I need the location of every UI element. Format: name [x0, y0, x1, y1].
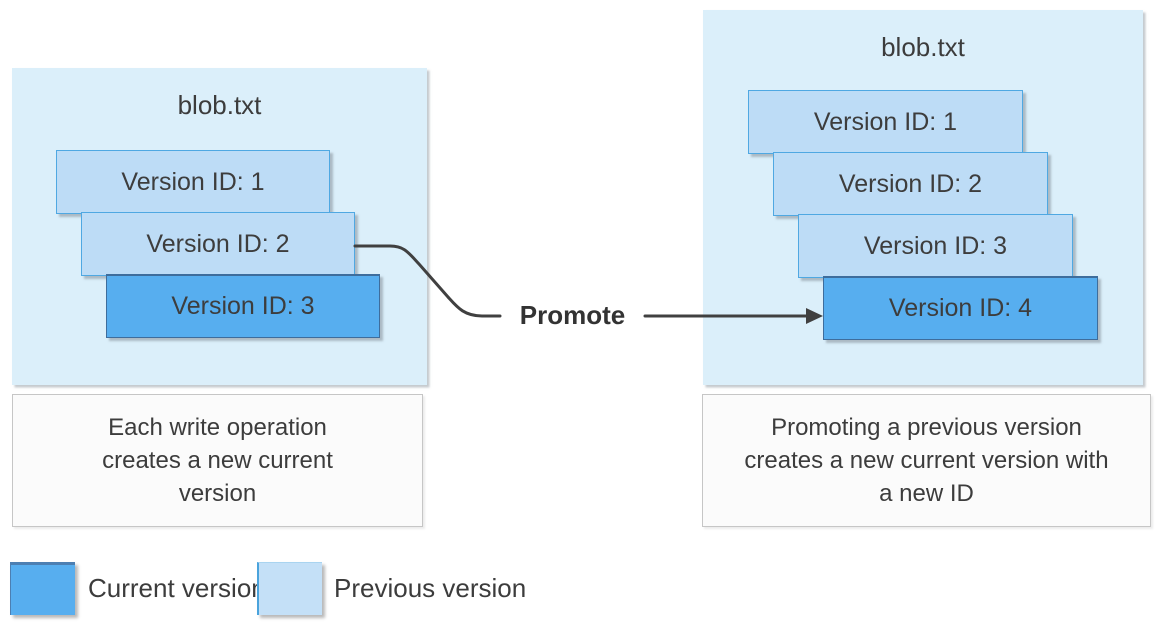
- version-label: Version ID: 4: [888, 294, 1033, 322]
- right-version-card-4-current: Version ID: 4: [823, 276, 1098, 340]
- right-version-card-2: Version ID: 2: [773, 152, 1048, 216]
- right-caption-box: Promoting a previous version creates a n…: [702, 394, 1151, 527]
- right-caption-text: Promoting a previous version creates a n…: [744, 414, 1109, 507]
- left-blob-panel: blob.txt Version ID: 1 Version ID: 2 Ver…: [12, 68, 427, 385]
- legend-previous-version-label: Previous version: [334, 573, 527, 603]
- version-label: Version ID: 1: [121, 167, 265, 196]
- right-blob-panel: blob.txt Version ID: 1 Version ID: 2 Ver…: [703, 10, 1143, 385]
- version-label: Version ID: 2: [146, 229, 290, 258]
- right-version-card-1: Version ID: 1: [748, 90, 1023, 154]
- left-caption-box: Each write operation creates a new curre…: [12, 394, 423, 527]
- left-version-card-1: Version ID: 1: [56, 150, 330, 214]
- previous-version-swatch-icon: [257, 562, 322, 615]
- version-label: Version ID: 1: [813, 107, 958, 136]
- right-blob-title: blob.txt: [881, 32, 965, 62]
- right-version-card-3: Version ID: 3: [798, 214, 1073, 278]
- legend-current-version-label: Current version: [88, 573, 266, 603]
- promote-label: Promote: [519, 300, 626, 330]
- left-blob-title: blob.txt: [177, 90, 262, 120]
- left-version-card-3-current: Version ID: 3: [106, 274, 380, 338]
- current-version-swatch-icon: [10, 562, 75, 615]
- left-caption-text: Each write operation creates a new curre…: [102, 414, 333, 507]
- left-version-card-2: Version ID: 2: [81, 212, 355, 276]
- version-label: Version ID: 3: [863, 231, 1008, 260]
- version-label: Version ID: 3: [171, 292, 315, 320]
- version-label: Version ID: 2: [838, 169, 983, 198]
